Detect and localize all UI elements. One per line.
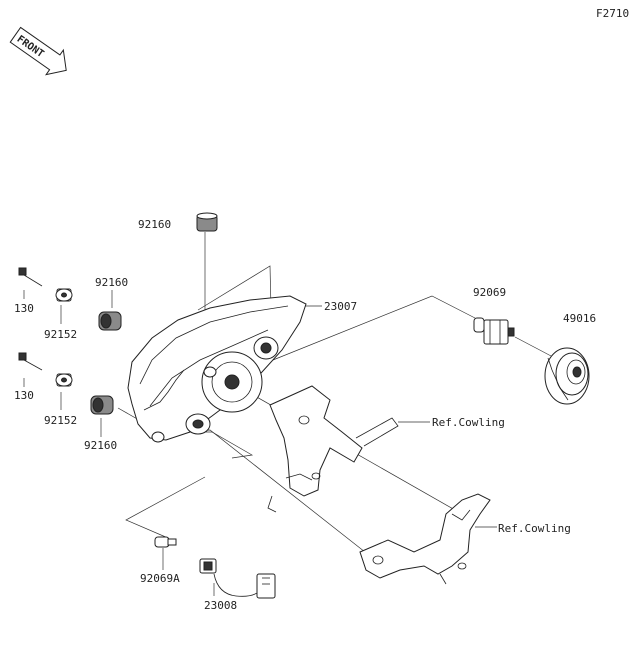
label-23008: 23008 — [204, 599, 237, 612]
label-130-upper: 130 — [14, 302, 34, 315]
label-92152-lower: 92152 — [44, 414, 77, 427]
front-arrow-icon — [9, 26, 67, 76]
figure-code: F2710 — [596, 7, 629, 20]
label-92160-upper: 92160 — [95, 276, 128, 289]
headlight-bulb — [473, 317, 515, 345]
bolt-upper — [18, 267, 43, 287]
rubber-damper-upper — [98, 311, 122, 331]
label-49016: 49016 — [563, 312, 596, 325]
mount-bracket-lower — [359, 493, 491, 585]
label-92160-lower: 92160 — [84, 439, 117, 452]
mount-bracket-upper — [267, 385, 399, 513]
label-ref-cowling-lower: Ref.Cowling — [498, 522, 571, 535]
label-92069: 92069 — [473, 286, 506, 299]
collar-upper — [55, 288, 73, 302]
collar-lower — [55, 373, 73, 387]
label-92069A: 92069A — [140, 572, 180, 585]
headlight-assembly — [127, 295, 307, 443]
position-lamp-bulb — [154, 536, 177, 548]
label-92152-upper: 92152 — [44, 328, 77, 341]
rubber-damper-top — [196, 212, 218, 232]
front-badge: FRONT — [9, 26, 67, 76]
lamp-socket-harness — [199, 558, 276, 599]
label-130-lower: 130 — [14, 389, 34, 402]
bolt-lower — [18, 352, 43, 371]
label-92160-top: 92160 — [138, 218, 171, 231]
rubber-damper-lower — [90, 395, 114, 415]
label-23007: 23007 — [324, 300, 357, 313]
dust-cover — [544, 347, 590, 405]
label-ref-cowling-upper: Ref.Cowling — [432, 416, 505, 429]
